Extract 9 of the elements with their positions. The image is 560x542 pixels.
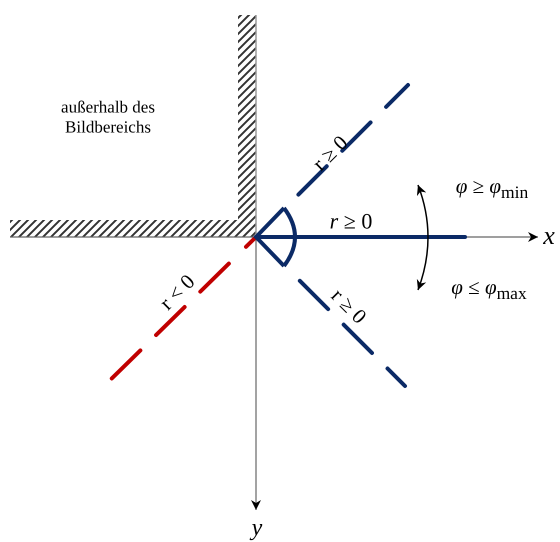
angle-label: φ ≤ φ$_{max}$ — [451, 274, 527, 304]
angle-label: φ ≥ φ$_{min}$ — [456, 174, 528, 202]
ray-label: r ≥ 0 — [330, 208, 372, 234]
ray-label: r ≥ 0 — [326, 284, 372, 328]
axis-label: x — [543, 221, 555, 251]
axis-label: y — [252, 515, 262, 542]
region-note: außerhalb des Bildbereichs — [60, 97, 156, 137]
ray-label: r ≥ 0 — [308, 130, 352, 176]
ray-label: r < 0 — [154, 269, 200, 315]
